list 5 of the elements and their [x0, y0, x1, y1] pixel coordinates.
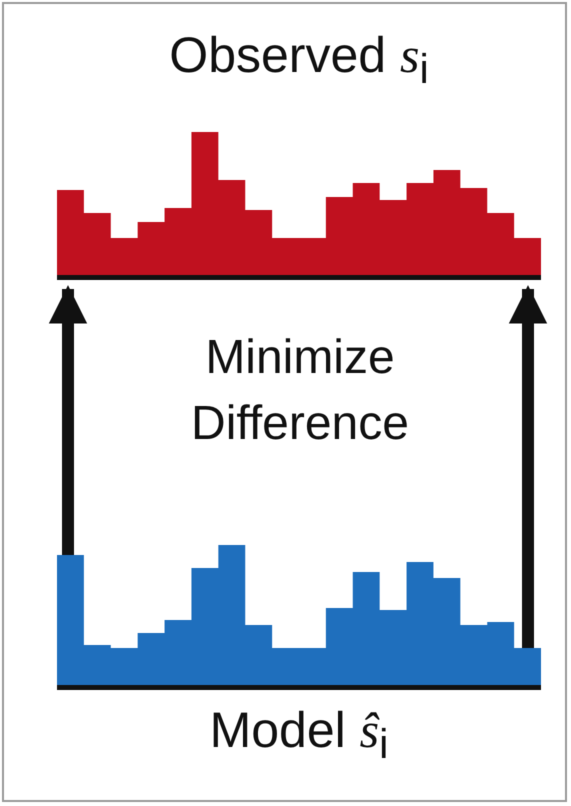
caption-text: Minimize Difference — [190, 330, 410, 452]
histogram-title: Observed s$_{i}$ — [169, 27, 429, 83]
histogram-title: Model ŝ$_{i}$ — [210, 702, 388, 758]
arrow — [48, 285, 88, 555]
arrow — [508, 285, 548, 648]
